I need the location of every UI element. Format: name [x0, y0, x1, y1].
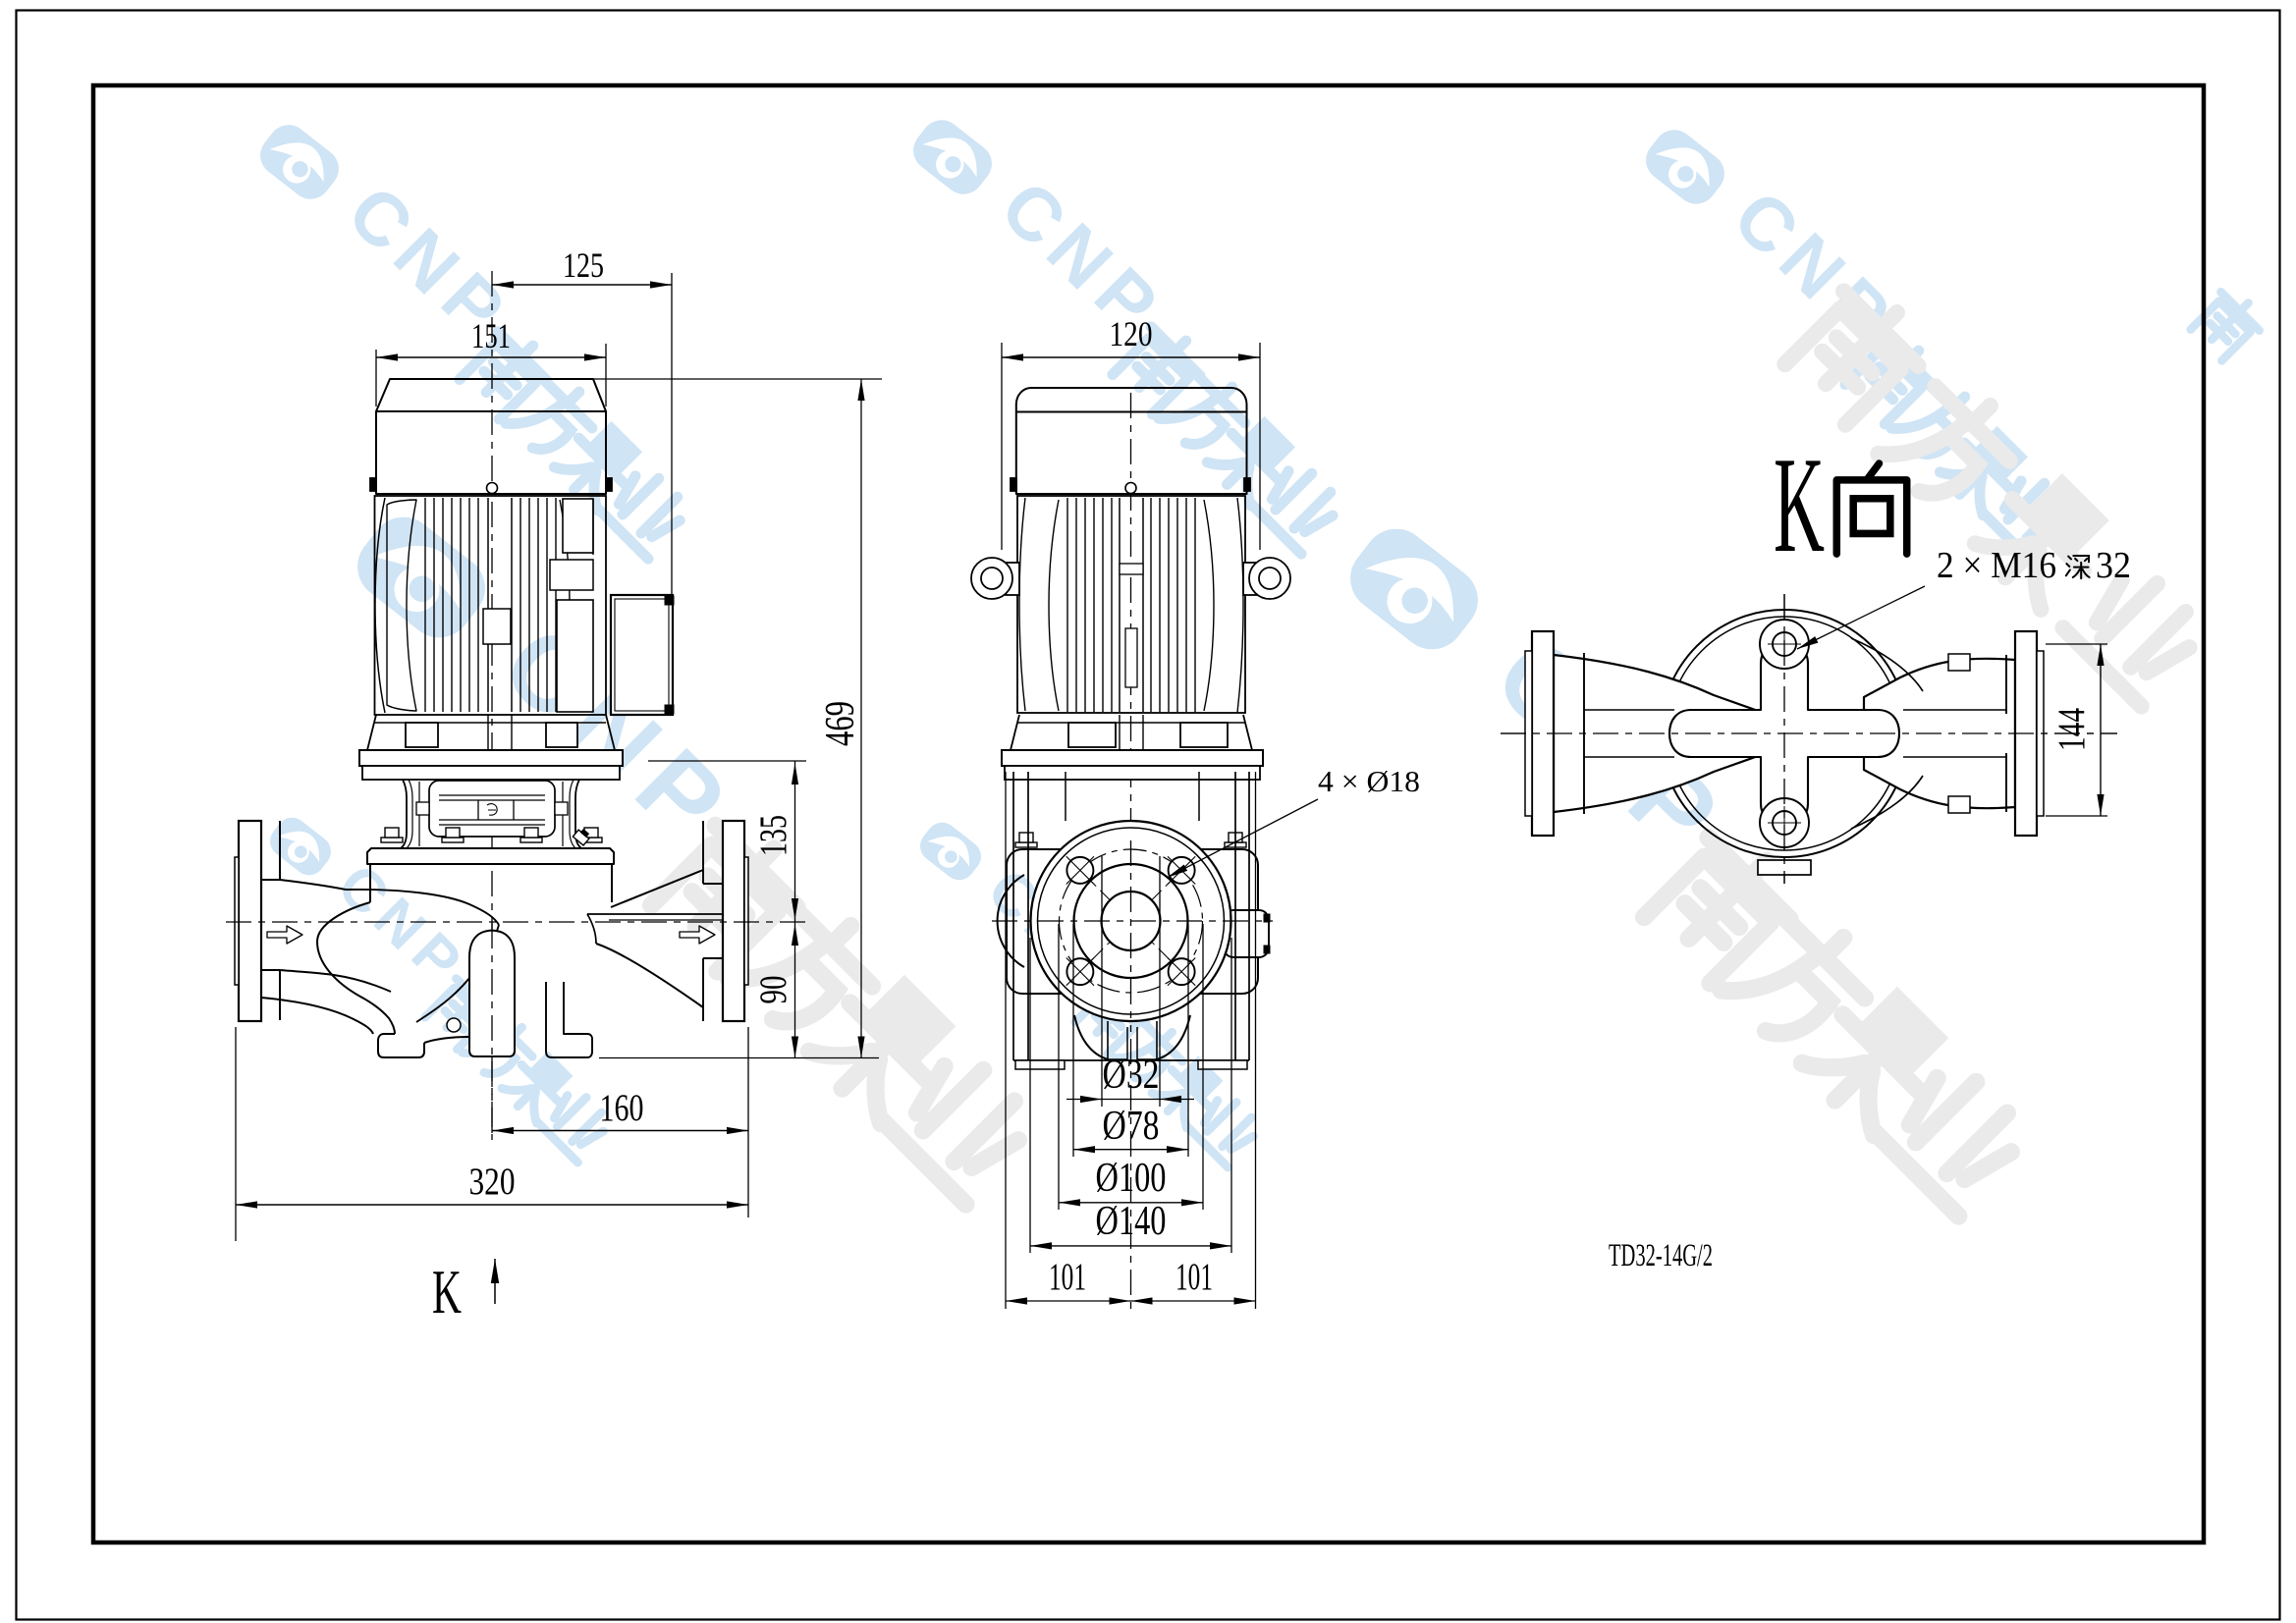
svg-text:Ø78: Ø78 — [1103, 1104, 1160, 1149]
svg-text:2 × M16: 2 × M16 — [1937, 545, 2056, 586]
svg-text:101: 101 — [1049, 1256, 1086, 1298]
svg-text:Ø32: Ø32 — [1103, 1053, 1160, 1098]
svg-text:4 × Ø18: 4 × Ø18 — [1318, 764, 1420, 798]
svg-text:K: K — [1774, 429, 1825, 581]
svg-text:101: 101 — [1175, 1256, 1213, 1298]
svg-text:125: 125 — [563, 245, 604, 285]
svg-text:K: K — [432, 1258, 462, 1326]
svg-text:Ø100: Ø100 — [1096, 1156, 1167, 1201]
svg-text:120: 120 — [1110, 314, 1153, 353]
svg-text:151: 151 — [471, 316, 511, 355]
svg-text:320: 320 — [469, 1161, 516, 1203]
svg-text:160: 160 — [600, 1087, 644, 1129]
svg-text:469: 469 — [818, 701, 863, 746]
svg-text:144: 144 — [2050, 708, 2093, 751]
svg-text:90: 90 — [752, 976, 794, 1004]
svg-text:135: 135 — [752, 815, 794, 856]
svg-text:Ø140: Ø140 — [1096, 1199, 1167, 1244]
svg-text:32: 32 — [2096, 545, 2131, 586]
svg-text:TD32-14G/2: TD32-14G/2 — [1609, 1238, 1713, 1273]
